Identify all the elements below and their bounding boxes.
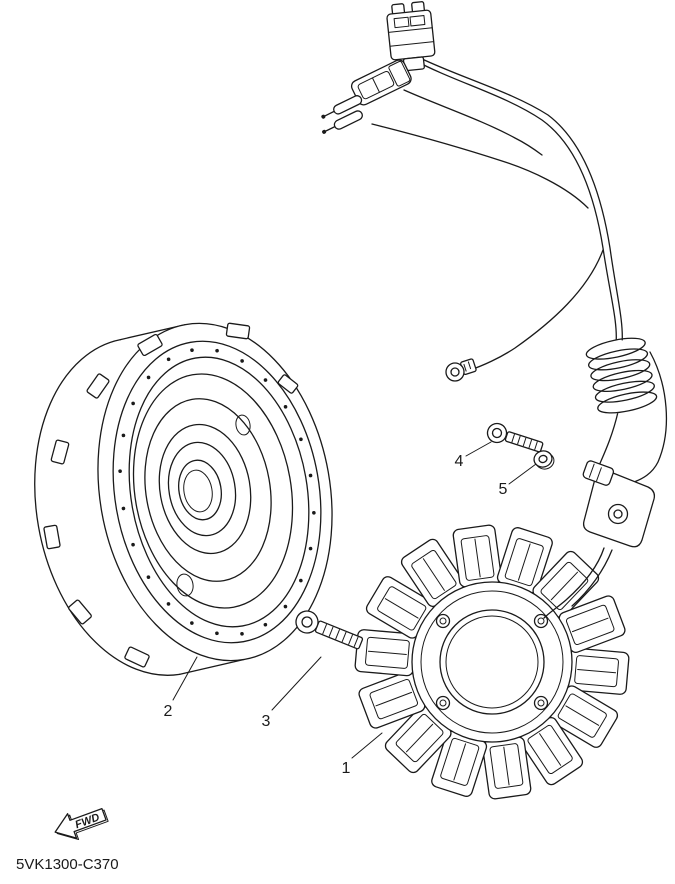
stator-illustration — [354, 523, 630, 801]
callout-4-leader — [465, 441, 492, 457]
rotor-rim-rivets — [118, 348, 316, 636]
connector-mid — [350, 59, 412, 106]
wiring-harness — [371, 57, 667, 483]
callout-2-leader — [172, 656, 198, 701]
ring-terminal — [445, 358, 477, 382]
mounting-bracket — [582, 460, 656, 548]
stator-lead-wires — [543, 547, 613, 619]
bolt-3 — [295, 610, 364, 650]
callout-1-leader — [351, 732, 383, 759]
bullet-terminals — [321, 95, 363, 134]
callout-3-label: 3 — [262, 713, 271, 730]
callout-1-label: 1 — [342, 760, 351, 777]
fwd-arrow: FWD — [54, 808, 109, 841]
bolt-4 — [486, 422, 544, 453]
callouts: 1 2 3 4 5 — [164, 441, 537, 777]
wire-coil-wrap — [585, 337, 658, 414]
callout-3-leader — [271, 656, 322, 711]
callout-2-label: 2 — [164, 703, 173, 720]
part-code: 5VK1300-C370 — [16, 856, 119, 873]
connector-top — [386, 1, 436, 72]
callout-5-label: 5 — [499, 481, 508, 498]
rotor-rim-tabs — [43, 322, 299, 668]
callout-5-leader — [508, 463, 537, 485]
rotor-illustration — [34, 322, 333, 676]
callout-4-label: 4 — [455, 453, 464, 470]
washer-5 — [533, 450, 555, 470]
